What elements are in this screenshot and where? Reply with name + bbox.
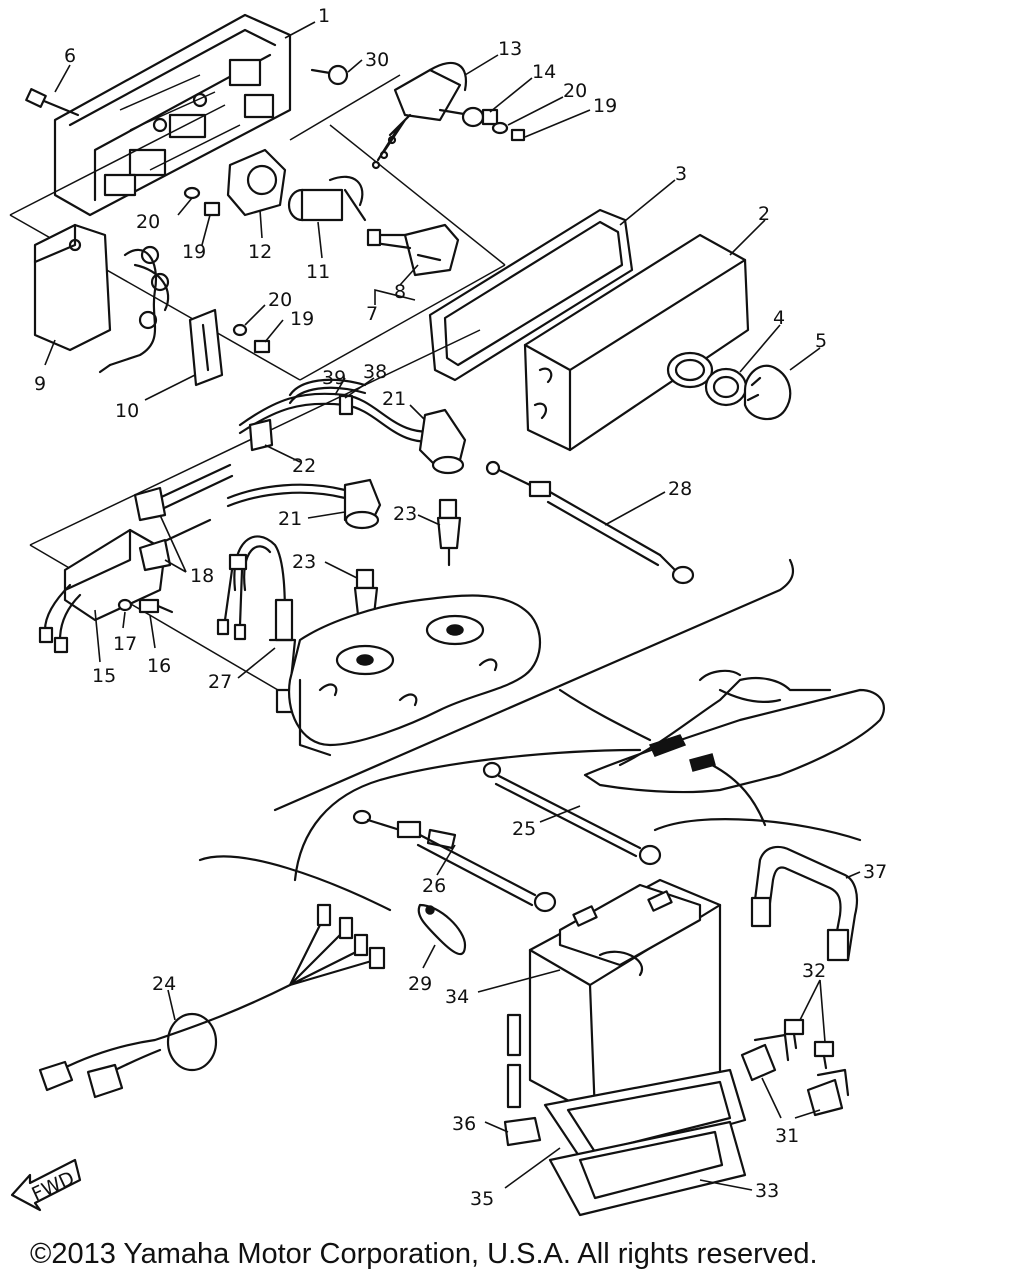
battery-cable-28 [485, 460, 695, 585]
plug-cap-21-lower [343, 478, 382, 530]
callout-21-lower: 21 [278, 508, 302, 530]
bolt-6 [25, 88, 80, 117]
callout-14: 14 [532, 61, 556, 83]
bolt-30 [310, 64, 349, 86]
callout-37: 37 [863, 861, 887, 883]
wire-harness-9 [98, 245, 170, 374]
callout-23-right: 23 [393, 503, 417, 525]
battery-band-29 [417, 903, 467, 956]
cylinder-head [287, 594, 542, 757]
screw-32-lower [813, 1040, 835, 1070]
washer-20-upper [491, 121, 509, 135]
callout-35: 35 [470, 1188, 494, 1210]
gasket-3 [428, 208, 634, 382]
battery-cable-25 [482, 761, 662, 866]
callout-12: 12 [248, 241, 272, 263]
callout-30: 30 [365, 49, 389, 71]
callout-20-mid: 20 [136, 211, 160, 233]
callout-19-lower: 19 [290, 308, 314, 330]
plug-cap-21-upper [418, 408, 467, 475]
callout-13: 13 [498, 38, 522, 60]
leader-lines [44, 21, 861, 1191]
callout-6: 6 [64, 45, 76, 67]
screw-19-mid [203, 201, 221, 217]
callout-29: 29 [408, 973, 432, 995]
screw-32-upper [783, 1018, 805, 1050]
callout-15: 15 [92, 665, 116, 687]
callout-24: 24 [152, 973, 176, 995]
callout-7: 7 [366, 303, 378, 325]
callout-3: 3 [675, 163, 687, 185]
callout-17: 17 [113, 633, 137, 655]
battery-cable-26 [352, 809, 557, 913]
callout-27: 27 [208, 671, 232, 693]
electrical-box-base [53, 13, 292, 217]
forward-arrow-icon: FWD [10, 1158, 82, 1212]
callout-10: 10 [115, 400, 139, 422]
callout-31: 31 [775, 1125, 799, 1147]
battery-case-35 [543, 1068, 747, 1167]
watercraft-illustration [293, 669, 885, 882]
callout-26: 26 [422, 875, 446, 897]
callout-2: 2 [758, 203, 770, 225]
pad-36 [503, 1013, 542, 1147]
battery-case-33 [548, 1120, 747, 1217]
bracket-31-left [740, 1033, 790, 1082]
callout-34: 34 [445, 986, 469, 1008]
callout-8: 8 [394, 281, 406, 303]
battery-34 [528, 878, 722, 1117]
fuse-holder-14 [461, 106, 499, 128]
callout-23-left: 23 [292, 551, 316, 573]
callout-36: 36 [452, 1113, 476, 1135]
callout-1: 1 [318, 5, 330, 27]
grommet-4 [704, 367, 748, 407]
callout-16: 16 [147, 655, 171, 677]
copyright-notice: ©2013 Yamaha Motor Corporation, U.S.A. A… [30, 1238, 818, 1270]
callout-39: 39 [322, 367, 346, 389]
callout-20-top: 20 [563, 80, 587, 102]
spark-plug-23-right [436, 498, 462, 567]
callout-25: 25 [512, 818, 536, 840]
washer-17 [117, 598, 133, 612]
callout-22: 22 [292, 455, 316, 477]
bracket-31-right [806, 1068, 850, 1117]
washer-20-mid [183, 186, 201, 200]
callout-38: 38 [363, 361, 387, 383]
callout-numbers: 1 6 30 13 14 20 19 3 2 4 5 20 19 12 11 8… [34, 5, 887, 1210]
callout-9: 9 [34, 373, 46, 395]
callout-20-lower: 20 [268, 289, 292, 311]
cap-5 [743, 364, 792, 421]
bolt-16 [138, 598, 174, 614]
callout-4: 4 [773, 307, 785, 329]
electrical-box-cover-2 [523, 233, 750, 452]
callout-18: 18 [190, 565, 214, 587]
clamp-22 [248, 418, 274, 452]
wire-harness-24 [38, 903, 386, 1099]
screw-19-lower [253, 339, 271, 354]
callout-19-mid: 19 [182, 241, 206, 263]
callout-33: 33 [755, 1180, 779, 1202]
callout-32: 32 [802, 960, 826, 982]
callout-28: 28 [668, 478, 692, 500]
starter-relay-12 [226, 148, 287, 217]
cdi-unit-9 [33, 223, 112, 352]
callout-5: 5 [815, 330, 827, 352]
callout-19-top: 19 [593, 95, 617, 117]
fuse-8 [366, 223, 460, 277]
clamp-38 [338, 394, 354, 416]
rectifier-13 [371, 61, 472, 170]
callout-11: 11 [306, 261, 330, 283]
wire-lead-27 [216, 535, 297, 714]
ignition-coil-15 [38, 486, 172, 654]
high-tension-cord-lower [148, 463, 347, 550]
battery-strap-37 [750, 845, 859, 962]
screw-19-upper [510, 128, 526, 142]
solenoid-11 [287, 175, 367, 222]
washer-20-lower [232, 323, 248, 337]
relay-10 [188, 308, 224, 387]
callout-21-upper: 21 [382, 388, 406, 410]
